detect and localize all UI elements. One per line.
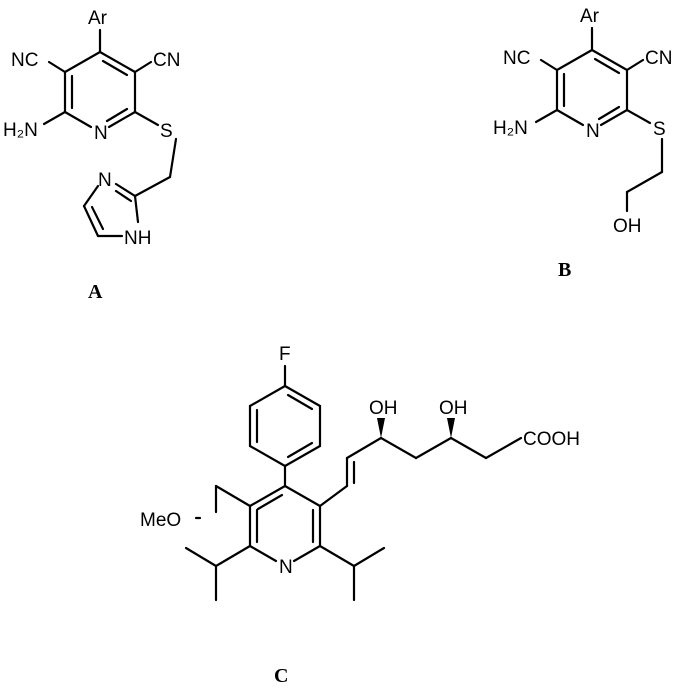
b-nh2-label: H₂N [493, 118, 528, 139]
b-ring-n-label: N [586, 121, 600, 142]
a-nc-label: NC [11, 50, 38, 71]
c-f-label: F [279, 344, 291, 365]
b-caption: B [558, 259, 571, 281]
b-s-label: S [653, 119, 666, 140]
a-ar-label: Ar [88, 8, 108, 29]
a-s-label: S [160, 121, 173, 142]
c-meo-label: MeO [140, 510, 181, 531]
c-cooh-label: COOH [523, 429, 580, 450]
structure-a: Ar NC CN H₂N N S N NH A [3, 8, 180, 303]
a-caption: A [88, 281, 103, 303]
a-ring-n-label: N [94, 123, 108, 144]
b-ar-label: Ar [580, 6, 600, 27]
a-nh2-label: H₂N [3, 120, 38, 141]
c-wedge-bond-1 [377, 418, 385, 438]
c-ring-n-label: N [279, 557, 293, 578]
a-imidazole-n-label: N [98, 170, 112, 191]
a-imidazole-nh-label: NH [124, 228, 151, 249]
b-nc-label: NC [503, 48, 530, 69]
c-caption: C [274, 665, 288, 687]
b-oh-label: OH [613, 216, 642, 237]
c-oh-label-1: OH [369, 398, 398, 419]
structure-b: Ar NC CN H₂N N S OH B [493, 6, 672, 281]
a-cn-label: CN [153, 50, 180, 71]
c-wedge-bond-2 [447, 418, 455, 438]
structure-c: F OH OH COOH MeO N C [140, 344, 580, 687]
b-cn-label: CN [645, 48, 672, 69]
c-oh-label-2: OH [439, 398, 468, 419]
